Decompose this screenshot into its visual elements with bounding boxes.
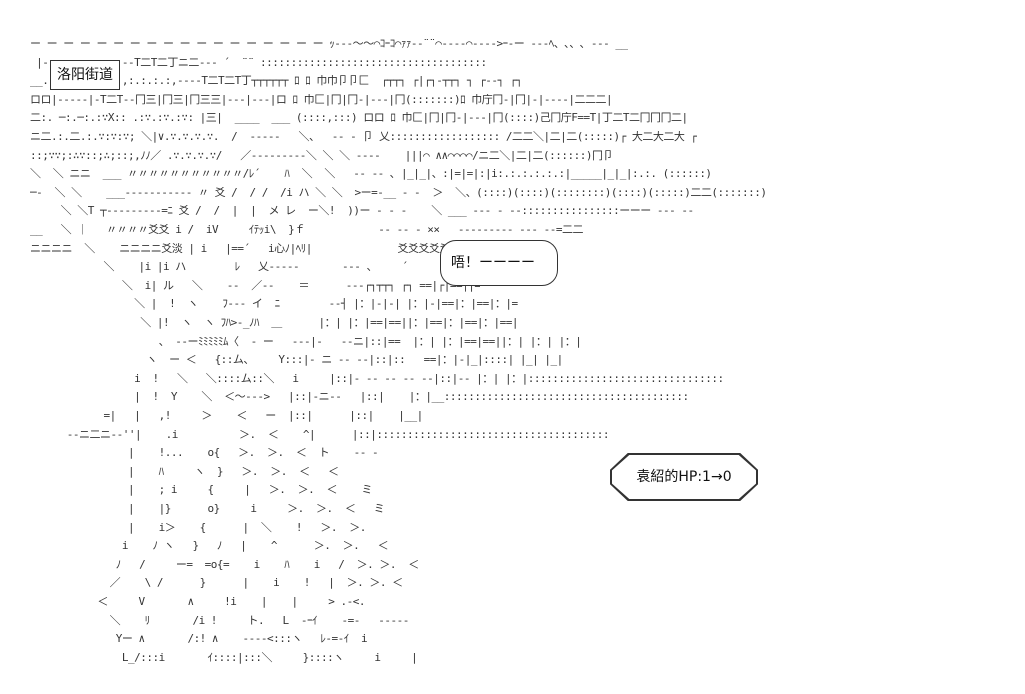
art-line: ＼ |i |i ハ ﾚ 乂‐‐‐‐‐ ‐‐‐ 、 ´ ┌‐‐‐┐‐‐‐ — [30, 261, 494, 274]
art-line: | ! Y ＼ ＜〜‐‐‐> |::|‐ニ‐‐ |::| |：|__::::::… — [30, 391, 689, 404]
art-line: Yー ∧ /:! ∧ ‐‐‐‐<:::ヽ ﾚ‐=-ｲ i — [30, 633, 368, 646]
art-line: -‐ニ二ニ-‐''| .i ＞. ＜ ^| |::|::::::::::::::… — [30, 428, 610, 441]
art-line: ＼ | ! ヽ ﾌ‐‐‐ イ ﾆ ‐‐┤ |：|‐|‐| |：|-|==|：|=… — [30, 298, 518, 311]
art-line: | |} o} i ＞. ＞. ＜ ミ — [30, 503, 385, 515]
hp-status-inner: 袁紹的HP:1→0 — [612, 455, 756, 499]
art-line: ／ \ / } | i ! | ＞. ＞. ＜ — [30, 577, 403, 590]
speech-bubble-text: 唔！ーーーー — [451, 255, 535, 271]
hp-status-text: 袁紹的HP:1→0 — [636, 469, 732, 485]
art-line: __ ＼ ｜ 〃〃〃〃爻爻 i / iV ｲﾃｯi\ }ｆ ‐‐ ‐‐ ‐ ××… — [30, 224, 583, 236]
art-line: ─‐ ＼ ＼ ___‐‐‐‐‐‐‐‐‐‐‐ 〃 爻 / / / /i ハ ＼ ＼… — [30, 186, 767, 199]
art-line: ＼ ＼T ┬---------=ﾆ 爻 / / | | メ レ ー＼! ))ー … — [30, 205, 694, 218]
art-line: ヽ ー ＜ {::ム、 Y:::|‐ ニ ‐‐ ‐‐|::|:: ==|：|‐|… — [30, 354, 563, 367]
art-line: 、 ‐‐ーﾐﾐﾐﾐﾐﾑ〈 ‐ ー ‐‐‐|- -‐ニ|::|== |：| |：|… — [30, 335, 582, 348]
art-line: | i＞ { | ＼ ! ＞. ＞. — [30, 521, 366, 534]
speech-bubble: 唔！ーーーー — [440, 240, 558, 286]
art-line: | ﾊ ヽ } ＞. ＞. ＜ ＜ — [30, 465, 339, 478]
place-sign-text: 洛阳街道 — [57, 67, 113, 83]
hp-status-box: 袁紹的HP:1→0 — [610, 453, 758, 501]
art-line: | ; i { | ＞. ＞. ＜ ミ — [30, 484, 373, 497]
place-sign: 洛阳街道 — [50, 60, 120, 90]
art-line: ＼ i| ル ＼ ‐‐ ／‐‐ ＝ ‐‐-┌┐┬┬┐ ┌┐ ==|┌|==┌|= — [30, 279, 481, 292]
art-line: ＼ ＼ ニニ ___ 〃〃〃〃〃〃〃〃〃〃〃/ﾚ´ ﾊ ＼ ＼ ‐‐ ‐‐ ､ … — [30, 168, 712, 181]
art-line: ::;∵∵;:∴∵::;∴;::;,ﾉﾉ／ .∵.∵.∵.∵/ ／‐‐‐‐‐‐‐… — [30, 149, 613, 162]
art-line: 二:. ─:.─:.:∵X:: .:∵.:∵.:∵: |三| ____ ___ … — [30, 112, 688, 125]
art-line: ＼ |! ヽ ヽ ﾌﾊ>‐_ﾉﾊ ＿ |：| |：|==|==||：|==|：|… — [30, 317, 518, 329]
art-line: __..,; ;:.:.:.:,:.:.:.:,-‐‐-T二T二T丁┬┬┬┬┬┬… — [30, 75, 522, 88]
art-line: ロロ|‐‐‐‐‐|-T二T-‐冂三|冂三|冂三三|---|---|ロ ﾛ 巾匚|… — [30, 93, 613, 106]
art-line: ﾉ / ー= =o{= i ﾊ i / ＞. ＞. ＜ — [30, 558, 419, 571]
art-line: i ! ＼ ＼::::ム::＼ i |::|‐ ‐‐ ‐‐ ‐‐ ‐-|::|‐… — [30, 372, 724, 385]
art-line: ー ー ー ー ー ー ー ー ー ー ー ー ー ー ー ー ー ー ｯ-‐-… — [30, 38, 628, 50]
art-line: ＜ V ∧ !i | | > .-<. — [30, 596, 365, 608]
art-line: i ﾉ ヽ } ﾉ | ^ ＞. ＞. ＜ — [30, 540, 389, 553]
art-line: =| | ,! ＞ ＜ ー |::| |::| |__| — [30, 410, 423, 422]
art-line: ＼ ﾘ /i ! ト. L -ｰｲ -=- -‐‐‐‐ — [30, 614, 409, 627]
art-line: ニ二.:.二.:.∵:∵:∵; ＼|∨.∵.∵.∵.∵. / ‐‐‐‐‐ ＼、 … — [30, 131, 697, 143]
art-line: | !... o{ ＞. ＞. ＜ ト ‐‐ ‐ — [30, 447, 379, 460]
art-line: L_/:::i ｲ::::|:::＼ }::::ヽ i | — [30, 651, 418, 664]
